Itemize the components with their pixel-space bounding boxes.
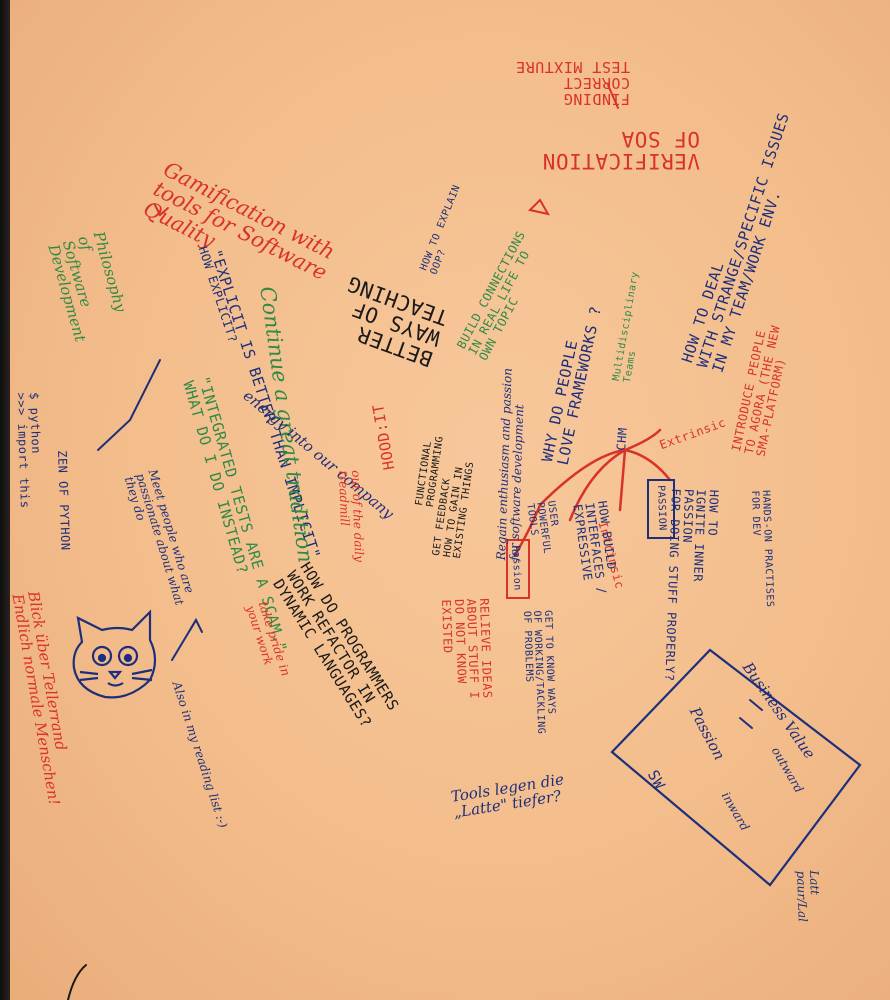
line-zen	[97, 359, 161, 451]
note-latt: Latt paur/Lal	[794, 869, 822, 923]
note-get-to-know: GET TO KNOW WAYS OF WORKING/TACKLING OF …	[521, 609, 557, 735]
note-user-powerful-tools: USER POWERFUL TOOLS	[524, 499, 560, 555]
corner-mark	[67, 964, 87, 1000]
note-ignite-passion: HOW TO IGNITE INNER PASSION FOR DOING ST…	[662, 488, 721, 682]
note-test-mixture: FINDING CORRECT TEST MIXTURE	[515, 58, 630, 109]
line-passion2	[623, 448, 672, 482]
arrow-gamification	[154, 204, 169, 217]
line-test-mixture	[607, 84, 619, 109]
line-intrinsic	[618, 448, 627, 512]
cat-doodle	[72, 609, 157, 699]
note-relieve-ideas: RELIEVE IDEAS ABOUT STUFF I DO NOT KNOW …	[439, 597, 495, 700]
note-python-cmd: $ python >>> import this	[14, 391, 44, 509]
note-zen-python: ZEN OF PYTHON	[55, 449, 73, 551]
triangle-marker	[528, 198, 550, 216]
note-verification-soa: VERIFICATION OF SOA	[542, 126, 700, 173]
box-passion2	[647, 479, 675, 539]
box-passion1	[506, 539, 530, 599]
flipchart-paper: FINDING CORRECT TEST MIXTURE VERIFICATIO…	[10, 0, 890, 1000]
note-passion-boxed-2: PASSION	[655, 484, 668, 531]
board-edge	[0, 0, 10, 1000]
line-passion	[513, 448, 627, 557]
note-out-of-daily: out of the daily treadmill	[336, 469, 367, 563]
note-hands-on: HANDS-ON PRACTISES FOR DEV	[749, 489, 776, 608]
mindmap-lines	[67, 84, 862, 1000]
box-business-value	[610, 648, 862, 887]
note-chm: CHM	[614, 426, 630, 452]
note-passion-boxed-1: Passion	[510, 544, 523, 591]
